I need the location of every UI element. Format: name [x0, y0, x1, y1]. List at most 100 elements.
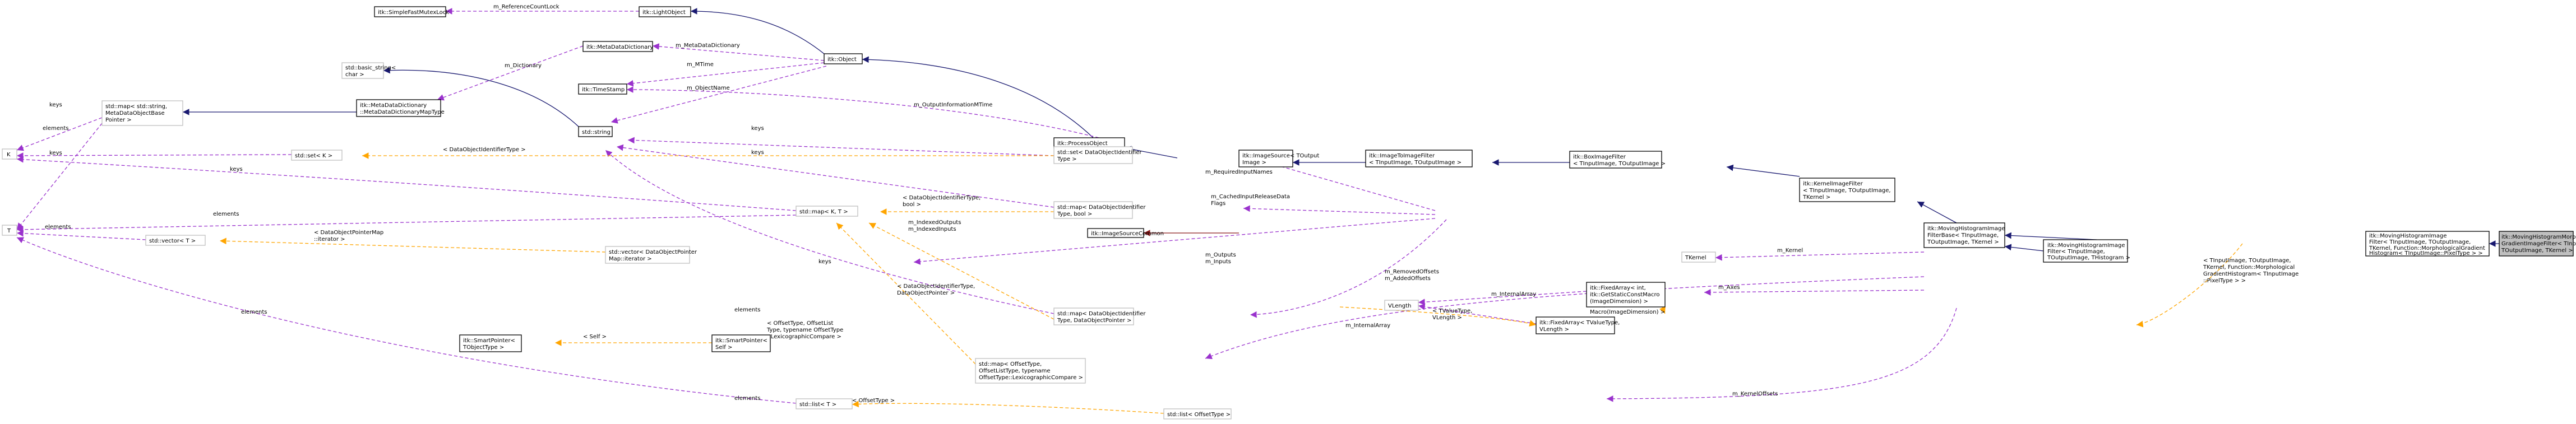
node-std-map-offset[interactable]: std::map< OffsetType,OffsetListType, typ…: [975, 358, 1086, 384]
svg-text:m_IndexedOutputs: m_IndexedOutputs: [908, 220, 961, 226]
svg-text:m_MTime: m_MTime: [687, 62, 714, 68]
edge-use-removed-added-offsets: [1205, 276, 1925, 360]
svg-text:m_RemovedOffsets: m_RemovedOffsets: [1385, 269, 1439, 275]
edge-label-keys-2: keys: [49, 150, 62, 156]
edge-inherit-process-object-to-object: [862, 56, 1094, 138]
node-std-set-K[interactable]: std::set< K >: [291, 150, 343, 161]
node-image-source[interactable]: itk::ImageSource< TOutputImage >: [1238, 150, 1319, 167]
node-std-list-offset[interactable]: std::list< OffsetType >: [1163, 408, 1232, 420]
svg-text:TObjectType >: TObjectType >: [463, 344, 504, 351]
svg-text:(ImageDimension) >: (ImageDimension) >: [1590, 299, 1648, 305]
svg-text:T: T: [7, 228, 11, 234]
node-smart-pointer-tobjecttype[interactable]: itk::SmartPointer<TObjectType >: [459, 334, 522, 352]
node-std-list-T[interactable]: std::list< T >: [796, 398, 853, 409]
node-std-vector-T[interactable]: std::vector< T >: [145, 235, 206, 246]
edge-inherit-std-string-to-basic-string: [383, 67, 579, 127]
svg-text:TKernel, Function::Morphologic: TKernel, Function::Morphological: [2203, 264, 2295, 271]
edge-inherit-image-source-to-process-object: [1124, 146, 1178, 159]
edge-use-keys-std-map-doid-dop: [605, 150, 1055, 314]
node-std-map-doid-dop[interactable]: std::map< DataObjectIdentifierType, Data…: [1053, 307, 1146, 325]
svg-text:std::list< T >: std::list< T >: [799, 402, 836, 408]
node-object[interactable]: itk::Object: [824, 53, 863, 64]
edge-label-kernel-offsets: m_KernelOffsets: [1732, 391, 1778, 397]
edge-use-outputs-inputs: [1250, 219, 1447, 318]
node-smart-pointer-self[interactable]: itk::SmartPointer<Self >: [711, 334, 771, 352]
svg-text:Image >: Image >: [1242, 160, 1266, 166]
svg-text:m_Outputs: m_Outputs: [1205, 252, 1236, 258]
edge-use-elements-std-map-KT: [16, 215, 797, 233]
node-tkernel[interactable]: TKernel: [1681, 251, 1716, 263]
node-meta-data-dictionary[interactable]: itk::MetaDataDictionary: [582, 41, 653, 52]
edge-label-doid-dop: < DataObjectIdentifierType,DataObjectPoi…: [897, 283, 975, 296]
node-std-string[interactable]: std::string: [578, 126, 613, 137]
edge-label-morph-template: < TInputImage, TOutputImage,TKernel, Fun…: [2203, 258, 2298, 284]
edge-use-elements-from-std-map-string: [16, 123, 103, 230]
edge-inherit-kernel-filter-to-box-filter: [1726, 164, 1800, 177]
node-time-stamp[interactable]: itk::TimeStamp: [578, 83, 627, 95]
node-std-map-doid-bool[interactable]: std::map< DataObjectIdentifierType, bool…: [1053, 201, 1146, 219]
node-box-image-filter[interactable]: itk::BoxImageFilter< TInputImage, TOutpu…: [1569, 151, 1666, 169]
svg-text:std::vector< DataObjectPointer: std::vector< DataObjectPointer: [609, 249, 697, 255]
svg-text:elements: elements: [213, 211, 239, 217]
node-T[interactable]: T: [2, 225, 17, 236]
node-fixed-array-tvaluetype[interactable]: itk::FixedArray< TValueType,VLength >: [1536, 316, 1620, 334]
node-std-vector-dop[interactable]: std::vector< DataObjectPointerMap::itera…: [605, 246, 697, 264]
node-image-source-common[interactable]: itk::ImageSourceCommon: [1087, 228, 1164, 238]
node-vlength[interactable]: VLength: [1384, 300, 1419, 311]
node-kernel-image-filter[interactable]: itk::KernelImageFilter< TInputImage, TOu…: [1799, 178, 1895, 202]
svg-text:m_OutputInformationMTime: m_OutputInformationMTime: [914, 102, 992, 108]
node-root-class[interactable]: itk::MovingHistogramMorphologicalGradien…: [2499, 231, 2576, 257]
edge-inherit-mhifb-to-kernel-filter: [1917, 201, 1957, 223]
node-image-to-image-filter[interactable]: itk::ImageToImageFilter< TInputImage, TO…: [1365, 150, 1473, 167]
edge-use-kernel-offsets: [1606, 307, 1957, 402]
edge-label-elements-1: elements: [43, 125, 68, 132]
edge-label-output-information-mtime: m_OutputInformationMTime: [914, 102, 992, 108]
svg-text:Type >: Type >: [1057, 156, 1077, 162]
svg-text:elements: elements: [241, 309, 267, 315]
svg-text:MetaDataObjectBase: MetaDataObjectBase: [105, 110, 165, 117]
node-simple-fast-mutex-lock[interactable]: itk::SimpleFastMutexLock: [374, 6, 449, 17]
edge-tmpl-std-map-offset: [836, 222, 976, 365]
svg-text:< OffsetType >: < OffsetType >: [852, 398, 895, 404]
svg-text:std::list< OffsetType >: std::list< OffsetType >: [1167, 412, 1231, 418]
svg-text:std::map< DataObjectIdentifier: std::map< DataObjectIdentifier: [1057, 311, 1146, 317]
svg-text:itk::MovingHistogramImage: itk::MovingHistogramImage: [2047, 243, 2125, 249]
edge-tmpl-morph: [2136, 243, 2243, 328]
svg-text:itk::MovingHistogramImage: itk::MovingHistogramImage: [2369, 233, 2447, 239]
edge-tmpl-std-map-doid-dop: [868, 222, 1055, 320]
svg-text:m_ReferenceCountLock: m_ReferenceCountLock: [493, 4, 559, 10]
svg-text:itk::Object: itk::Object: [827, 57, 857, 63]
node-fixed-array-int[interactable]: itk::FixedArray< int,itk::GetStaticConst…: [1586, 282, 1666, 307]
node-std-map-string[interactable]: std::map< std::string,MetaDataObjectBase…: [101, 100, 183, 126]
node-light-object[interactable]: itk::LightObject: [639, 6, 691, 17]
svg-text:Macro(ImageDimension) >: Macro(ImageDimension) >: [1590, 309, 1665, 315]
node-meta-data-dictionary-map-type[interactable]: itk::MetaDataDictionary::MetaDataDiction…: [356, 99, 445, 117]
svg-text:bool >: bool >: [903, 202, 921, 208]
svg-text:< TInputImage, TOutputImage >: < TInputImage, TOutputImage >: [1573, 161, 1666, 167]
node-K[interactable]: K: [2, 148, 17, 160]
edge-use-elements-std-list-T: [16, 237, 797, 404]
edge-use-keys-std-set-K: [16, 152, 292, 159]
node-std-map-KT[interactable]: std::map< K, T >: [796, 206, 858, 217]
svg-text:m_AddedOffsets: m_AddedOffsets: [1385, 276, 1431, 282]
edge-use-elements-std-vector-T: [16, 230, 146, 240]
edge-label-keys-3: keys: [751, 125, 764, 132]
edge-tmpl-value-type-vlength: [1339, 306, 1537, 327]
edge-use-keys-std-set-doid: [627, 137, 1055, 156]
node-std-set-doid[interactable]: std::set< DataObjectIdentifierType >: [1053, 146, 1142, 164]
svg-text:itk::ProcessObject: itk::ProcessObject: [1057, 141, 1108, 147]
edge-label-doid-type: < DataObjectIdentifierType >: [443, 147, 526, 153]
svg-text:::iterator >: ::iterator >: [314, 236, 345, 243]
edge-label-internal-array-2: m_InternalArray: [1345, 323, 1390, 329]
svg-text:TOutputImage, TKernel >: TOutputImage, TKernel >: [2501, 248, 2573, 254]
svg-text:TKernel >: TKernel >: [1802, 194, 1830, 201]
svg-text:itk::ImageSource< TOutput: itk::ImageSource< TOutput: [1242, 153, 1319, 159]
svg-text:VLength >: VLength >: [1432, 315, 1462, 321]
node-std-basic-string[interactable]: std::basic_string<char >: [341, 62, 396, 79]
node-process-object[interactable]: itk::ProcessObject: [1053, 137, 1125, 148]
